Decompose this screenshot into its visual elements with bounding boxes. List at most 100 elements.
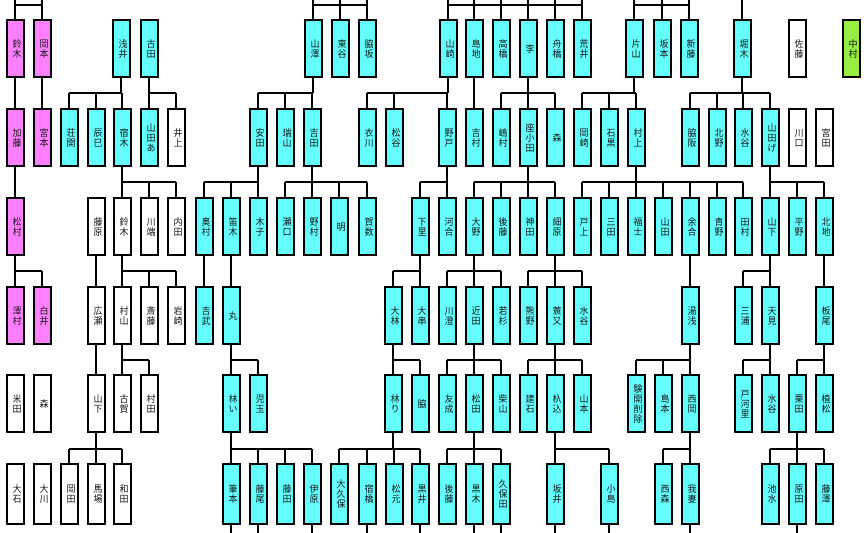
chart-node[interactable]: 安田: [248, 108, 268, 167]
chart-node[interactable]: 原田: [787, 463, 807, 525]
chart-node[interactable]: 嶋村: [491, 108, 511, 167]
chart-node[interactable]: 加藤: [5, 108, 25, 167]
chart-node[interactable]: 藤田: [275, 463, 295, 525]
chart-node[interactable]: 友成: [437, 374, 457, 433]
chart-node[interactable]: 野戸: [437, 108, 457, 167]
chart-node[interactable]: 黒井: [410, 463, 430, 525]
chart-node[interactable]: 松元: [384, 463, 404, 525]
chart-node[interactable]: 蓑又: [545, 286, 565, 345]
chart-node[interactable]: 北野: [707, 108, 727, 167]
chart-node[interactable]: 余合: [680, 197, 700, 256]
chart-node[interactable]: 岡崎: [572, 108, 592, 167]
chart-node[interactable]: 大川: [32, 463, 52, 525]
chart-node[interactable]: 水谷: [572, 286, 592, 345]
chart-node[interactable]: 山田: [653, 197, 673, 256]
chart-node[interactable]: 瑞山: [275, 108, 295, 167]
chart-node[interactable]: 田村: [733, 197, 753, 256]
chart-node[interactable]: 馬場: [86, 463, 106, 525]
chart-node[interactable]: 古田: [139, 19, 159, 78]
chart-node[interactable]: 斎藤: [139, 286, 159, 345]
chart-node[interactable]: 湯浅: [680, 286, 700, 345]
chart-node[interactable]: 荘開: [59, 108, 79, 167]
chart-node[interactable]: 小島: [599, 463, 619, 525]
chart-node[interactable]: 山田あ: [139, 108, 159, 167]
chart-node[interactable]: 吉村: [464, 108, 484, 167]
chart-node[interactable]: 下里: [410, 197, 430, 256]
chart-node[interactable]: 舟橋: [545, 19, 565, 78]
chart-node[interactable]: 水谷: [760, 374, 780, 433]
chart-node[interactable]: 中村: [841, 19, 861, 78]
chart-node[interactable]: 山下: [760, 197, 780, 256]
chart-node[interactable]: 験開削除: [626, 374, 646, 433]
chart-node[interactable]: 戸上: [572, 197, 592, 256]
chart-node[interactable]: 木子: [248, 197, 268, 256]
chart-node[interactable]: 新藤: [679, 19, 699, 78]
chart-node[interactable]: 黒木: [464, 463, 484, 525]
chart-node[interactable]: 青野: [707, 197, 727, 256]
chart-node[interactable]: 板尾: [814, 286, 834, 345]
chart-node[interactable]: 白井: [32, 286, 52, 345]
chart-node[interactable]: 山田げ: [760, 108, 780, 167]
chart-node[interactable]: 村田: [139, 374, 159, 433]
chart-node[interactable]: 平野: [787, 197, 807, 256]
chart-node[interactable]: 林い: [221, 374, 241, 433]
chart-node[interactable]: 森: [32, 374, 52, 433]
chart-node[interactable]: 座小田: [518, 108, 538, 167]
chart-node[interactable]: 脇坂: [357, 19, 377, 78]
chart-node[interactable]: 我妻: [680, 463, 700, 525]
chart-node[interactable]: 川澄: [437, 286, 457, 345]
chart-node[interactable]: 児玉: [248, 374, 268, 433]
chart-node[interactable]: 筆本: [221, 463, 241, 525]
chart-node[interactable]: 山本: [572, 374, 592, 433]
chart-node[interactable]: 川端: [139, 197, 159, 256]
chart-node[interactable]: 李: [518, 19, 538, 78]
chart-node[interactable]: 辰巳: [86, 108, 106, 167]
chart-node[interactable]: 神田: [518, 197, 538, 256]
chart-node[interactable]: 賀数: [357, 197, 377, 256]
chart-node[interactable]: 荒井: [572, 19, 592, 78]
chart-node[interactable]: 大久保: [329, 463, 349, 525]
chart-node[interactable]: 石黒: [599, 108, 619, 167]
chart-node[interactable]: 広瀬: [86, 286, 106, 345]
chart-node[interactable]: 柴山: [491, 374, 511, 433]
chart-node[interactable]: 杁込: [545, 374, 565, 433]
chart-node[interactable]: 吉田: [302, 108, 322, 167]
chart-node[interactable]: 島地: [464, 19, 484, 78]
chart-node[interactable]: 鈴木: [112, 197, 132, 256]
chart-node[interactable]: 井上: [166, 108, 186, 167]
chart-node[interactable]: 林り: [383, 374, 403, 433]
chart-node[interactable]: 野村: [302, 197, 322, 256]
chart-node[interactable]: 鈴木: [5, 19, 25, 78]
chart-node[interactable]: 宿橋: [357, 463, 377, 525]
chart-node[interactable]: 藤澤: [814, 463, 834, 525]
chart-node[interactable]: 笛木: [221, 197, 241, 256]
chart-node[interactable]: 細原: [545, 197, 565, 256]
chart-node[interactable]: 池水: [760, 463, 780, 525]
chart-node[interactable]: 建石: [518, 374, 538, 433]
chart-node[interactable]: 水谷: [733, 108, 753, 167]
chart-node[interactable]: 和田: [112, 463, 132, 525]
chart-node[interactable]: 戸河里: [733, 374, 753, 433]
chart-node[interactable]: 堀木: [732, 19, 752, 78]
chart-node[interactable]: 西森: [653, 463, 673, 525]
chart-node[interactable]: 瀬口: [275, 197, 295, 256]
chart-node[interactable]: 澤村: [5, 286, 25, 345]
chart-node[interactable]: 藤原: [86, 197, 106, 256]
chart-node[interactable]: 島本: [653, 374, 673, 433]
chart-node[interactable]: 岡田: [59, 463, 79, 525]
chart-node[interactable]: 坂井: [545, 463, 565, 525]
chart-node[interactable]: 西岡: [680, 374, 700, 433]
chart-node[interactable]: 山澤: [303, 19, 323, 78]
chart-node[interactable]: 岩崎: [166, 286, 186, 345]
chart-node[interactable]: 天見: [760, 286, 780, 345]
chart-node[interactable]: 片山: [624, 19, 644, 78]
chart-node[interactable]: 栗田: [787, 374, 807, 433]
chart-node[interactable]: 宮田: [814, 108, 834, 167]
chart-node[interactable]: 明: [329, 197, 349, 256]
chart-node[interactable]: 佐藤: [787, 19, 807, 78]
chart-node[interactable]: 大野: [464, 197, 484, 256]
chart-node[interactable]: 近田: [464, 286, 484, 345]
chart-node[interactable]: 河合: [437, 197, 457, 256]
chart-node[interactable]: 吉武: [194, 286, 214, 345]
chart-node[interactable]: 松田: [464, 374, 484, 433]
